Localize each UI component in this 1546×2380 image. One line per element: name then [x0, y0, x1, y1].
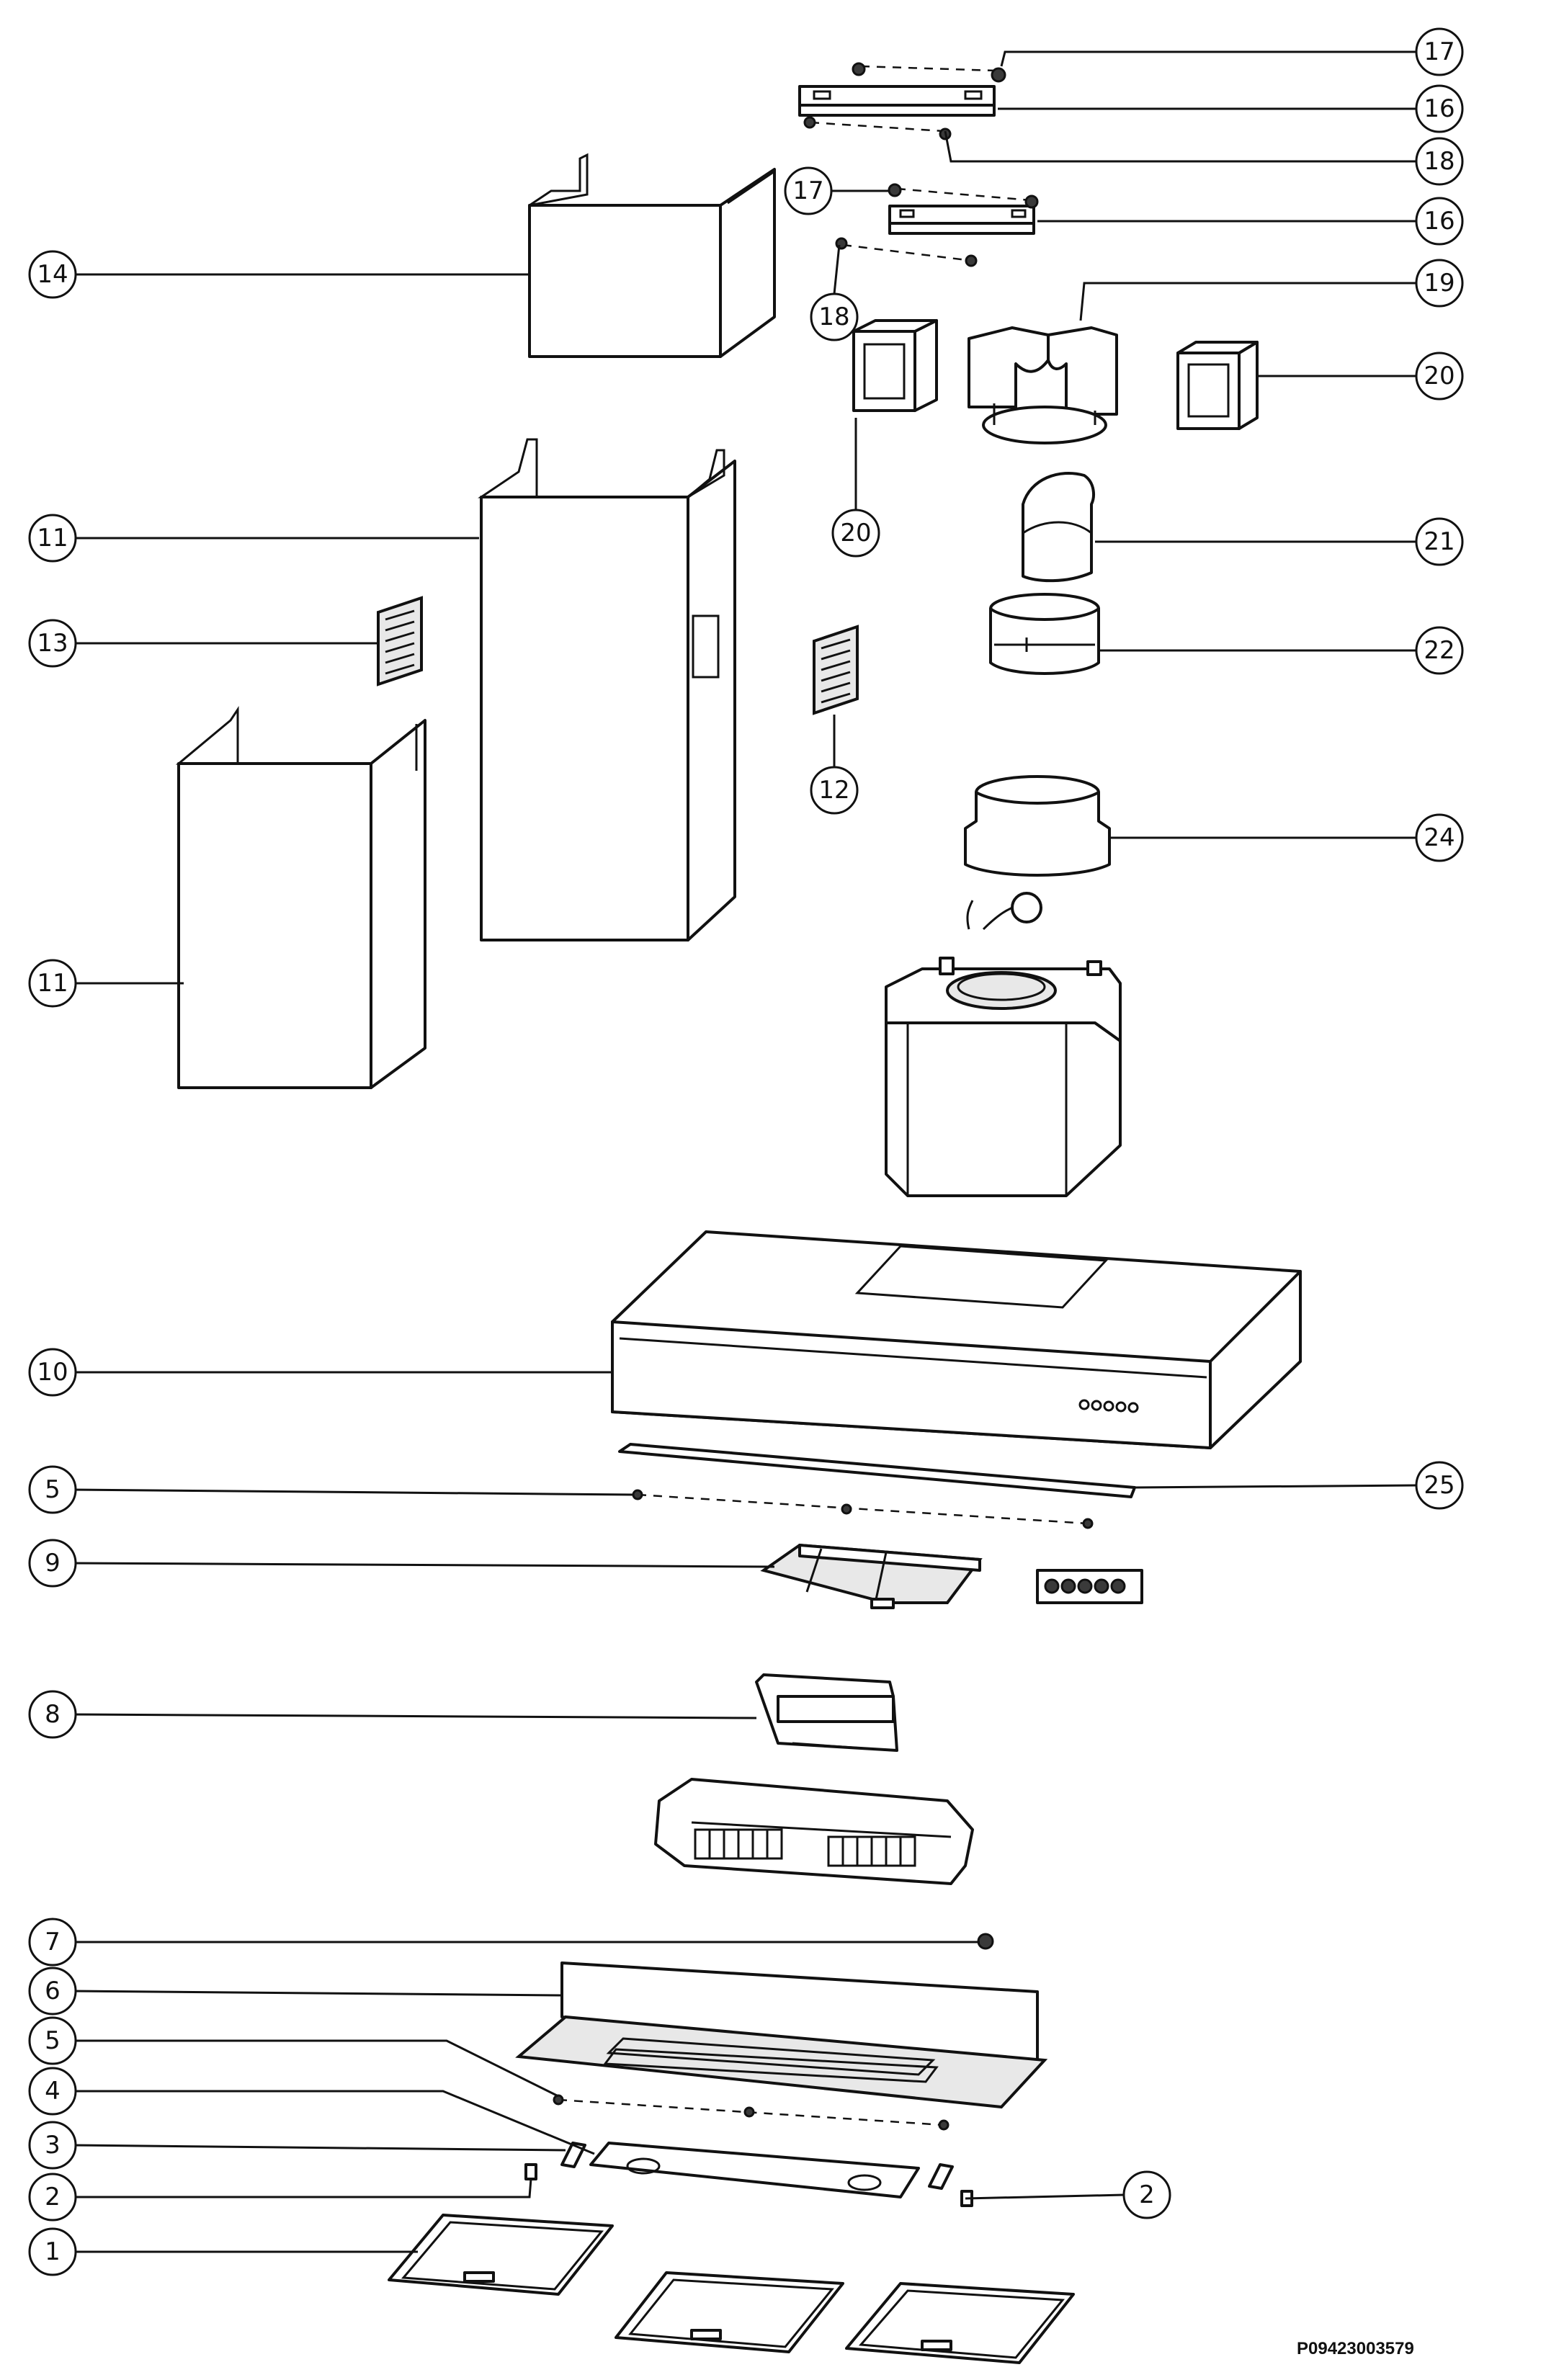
callout-5-upper: 5 — [28, 1465, 77, 1514]
callout-label: 8 — [45, 1700, 61, 1729]
callout-label: 18 — [1424, 147, 1455, 176]
callout-label: 19 — [1424, 269, 1455, 298]
callout-14: 14 — [28, 250, 77, 299]
callout-18-mid: 18 — [810, 292, 859, 341]
callout-7: 7 — [28, 1918, 77, 1967]
callout-label: 1 — [45, 2237, 61, 2266]
callout-6: 6 — [28, 1967, 77, 2016]
callout-2-right: 2 — [1122, 2170, 1171, 2219]
bracket-assembly-upper — [798, 62, 1006, 140]
callout-label: 6 — [45, 1977, 61, 2005]
callout-5-lower: 5 — [28, 2016, 77, 2065]
upper-chimney-cover — [528, 153, 776, 358]
callout-13: 13 — [28, 619, 77, 668]
callout-9: 9 — [28, 1539, 77, 1588]
callout-label: 18 — [818, 303, 849, 331]
callout-4: 4 — [28, 2067, 77, 2116]
callout-label: 2 — [45, 2183, 61, 2211]
callout-25: 25 — [1415, 1461, 1464, 1510]
bracket-clip-3 — [560, 2142, 954, 2190]
callout-label: 7 — [45, 1928, 61, 1956]
grease-filter-3 — [845, 2282, 1075, 2364]
callout-2-left: 2 — [28, 2173, 77, 2222]
callout-1: 1 — [28, 2227, 77, 2276]
duct-y-splitter — [968, 326, 1118, 444]
callout-17-top: 17 — [1415, 27, 1464, 76]
vent-grille-12 — [813, 625, 859, 715]
callout-16-mid: 16 — [1415, 197, 1464, 246]
callout-label: 9 — [45, 1549, 61, 1578]
middle-chimney-cover — [478, 438, 736, 941]
callout-label: 24 — [1424, 823, 1455, 852]
grease-filter-2 — [615, 2271, 844, 2353]
outlet-adapter — [964, 775, 1111, 877]
callout-label: 5 — [45, 1475, 61, 1504]
callout-label: 13 — [37, 629, 68, 658]
callout-label: 17 — [1424, 37, 1455, 66]
callout-10: 10 — [28, 1348, 77, 1397]
fastener-row — [553, 2094, 950, 2131]
motor-unit — [885, 892, 1122, 1197]
bottom-plate — [515, 1961, 1048, 2109]
light-panel-4 — [589, 2142, 920, 2198]
callout-label: 11 — [37, 524, 68, 552]
callout-17-mid: 17 — [784, 166, 833, 215]
callout-label: 22 — [1424, 636, 1455, 665]
callout-8: 8 — [28, 1690, 77, 1739]
callout-label: 20 — [1424, 362, 1455, 390]
duct-connector-right — [1176, 341, 1259, 430]
callout-label: 10 — [37, 1358, 68, 1387]
callout-20-left: 20 — [831, 509, 880, 558]
callout-label: 2 — [1139, 2180, 1155, 2209]
callout-3: 3 — [28, 2121, 77, 2170]
callout-11-lower: 11 — [28, 959, 77, 1008]
callout-label: 3 — [45, 2131, 61, 2160]
callout-label: 11 — [37, 969, 68, 998]
callout-16-top: 16 — [1415, 84, 1464, 133]
callout-label: 12 — [818, 776, 849, 805]
callout-label: 16 — [1424, 94, 1455, 123]
callout-19: 19 — [1415, 259, 1464, 308]
callout-label: 5 — [45, 2026, 61, 2055]
control-panel — [760, 1543, 983, 1609]
grease-filter-1 — [388, 2214, 614, 2296]
hood-canopy — [611, 1230, 1302, 1449]
front-trim-strip — [618, 1443, 1136, 1529]
document-code: P09423003579 — [1297, 2339, 1414, 2358]
callout-20-right: 20 — [1415, 352, 1464, 401]
callout-11-upper: 11 — [28, 514, 77, 563]
callout-label: 4 — [45, 2077, 61, 2106]
bracket-assembly-lower — [835, 183, 1039, 267]
callout-label: 21 — [1424, 527, 1455, 556]
vent-grille-13 — [377, 596, 423, 686]
fan-motor-cover — [654, 1778, 974, 1885]
callout-12: 12 — [810, 766, 859, 815]
callout-24: 24 — [1415, 813, 1464, 862]
light-cover — [755, 1673, 898, 1752]
duct-elbow — [1022, 471, 1095, 583]
check-valve-ring — [989, 593, 1100, 675]
callout-label: 25 — [1424, 1471, 1455, 1500]
knob-part-7 — [977, 1933, 994, 1950]
callout-21: 21 — [1415, 517, 1464, 566]
lower-chimney-cover — [175, 706, 426, 1089]
callout-label: 14 — [37, 260, 68, 289]
callout-18-top: 18 — [1415, 137, 1464, 186]
callout-label: 17 — [792, 176, 823, 205]
leader-lines — [70, 50, 1416, 2253]
duct-connector-left — [852, 319, 938, 412]
callout-22: 22 — [1415, 626, 1464, 675]
callout-label: 20 — [840, 519, 871, 547]
switch-block — [1036, 1569, 1143, 1604]
callout-label: 16 — [1424, 207, 1455, 236]
